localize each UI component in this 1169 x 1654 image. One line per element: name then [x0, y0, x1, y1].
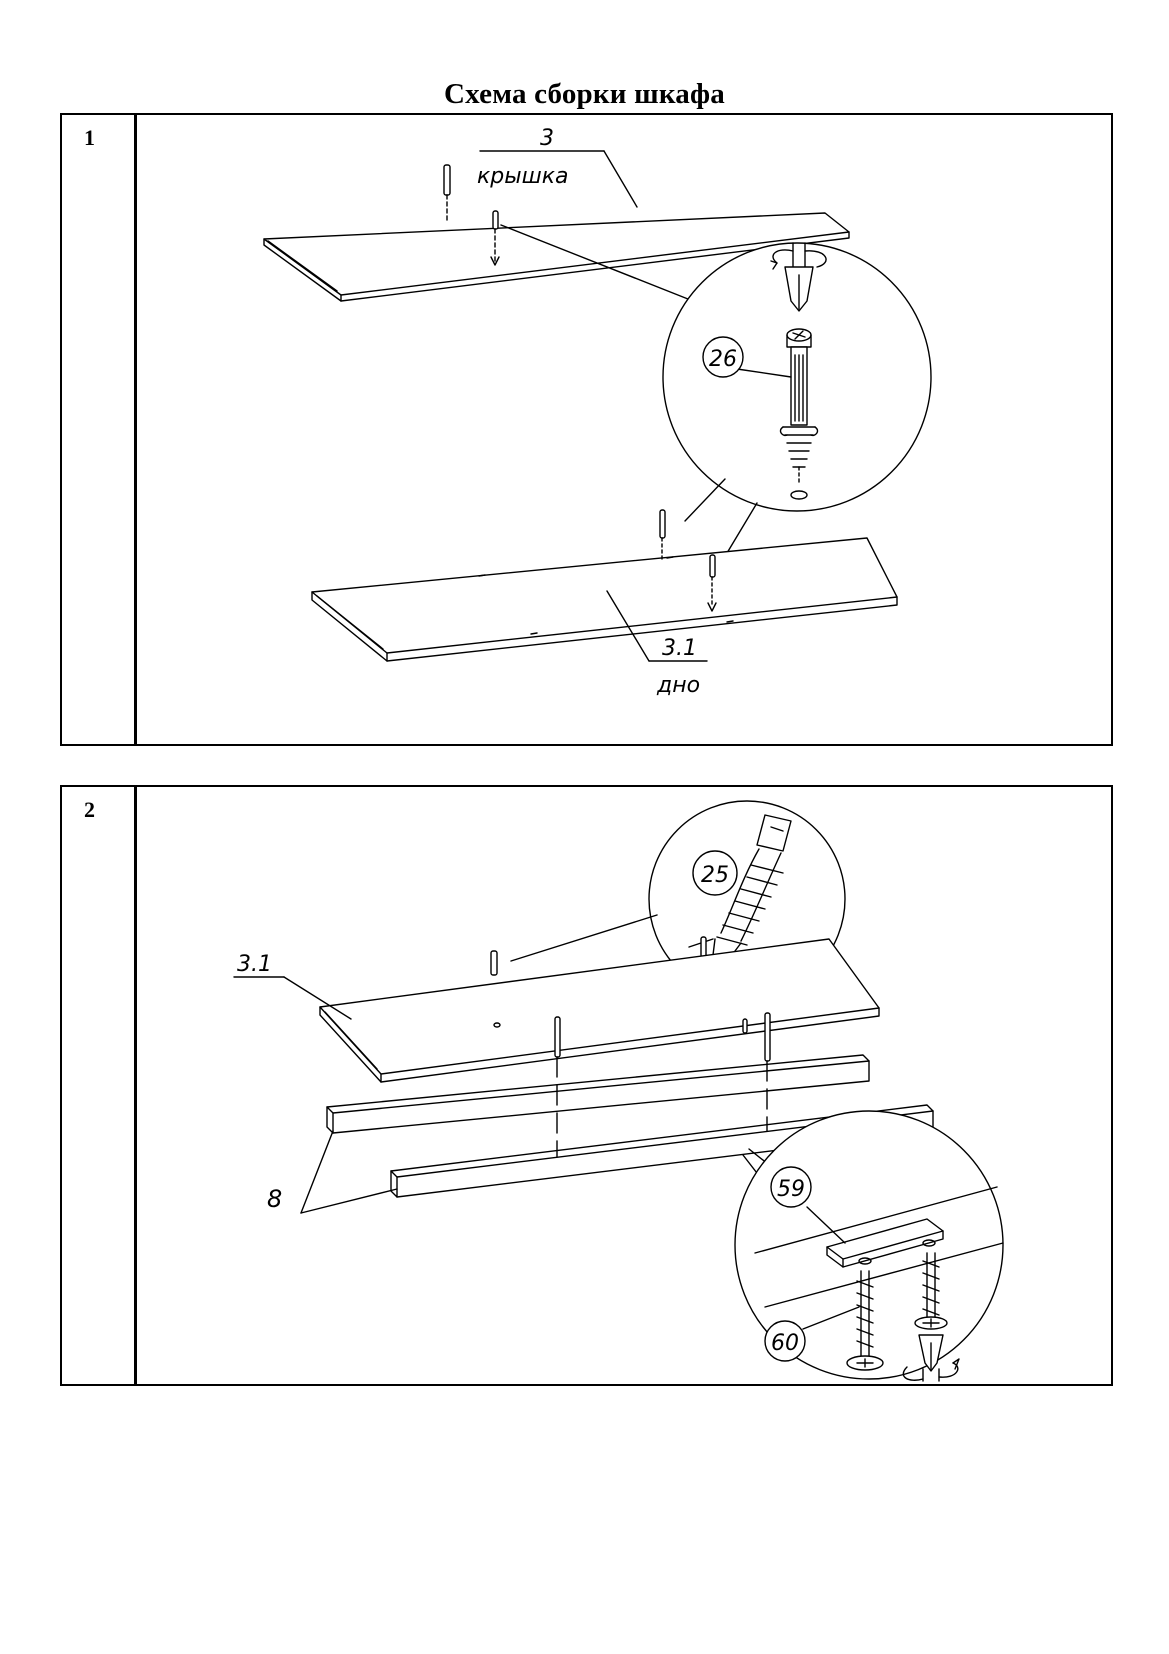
step-number-cell: 2	[62, 787, 137, 1384]
bottom-board	[311, 537, 898, 662]
zoom-circle-cam-fastener	[662, 242, 932, 512]
page-title: Схема сборки шкафа	[444, 78, 725, 110]
step-2-drawing: 25	[233, 800, 1004, 1382]
callout-60-circle	[764, 1320, 806, 1362]
callout-26-circle	[702, 336, 744, 378]
label-top-part-name: крышка	[477, 164, 569, 189]
step-number-cell: 1	[62, 115, 137, 744]
top-board-dowels	[443, 164, 500, 266]
panel-3-1	[319, 938, 880, 1083]
step-number: 2	[84, 797, 95, 822]
step-1-drawing: 26 3 крышка 3.1 дно	[263, 126, 932, 698]
label-panel: 3.1	[237, 952, 272, 977]
bottom-board-dowels	[659, 509, 717, 612]
label-top-part-number: 3	[540, 126, 554, 151]
callout-59: 59	[777, 1177, 805, 1202]
callout-25: 25	[701, 863, 729, 888]
callout-60: 60	[771, 1331, 799, 1356]
step-number: 1	[84, 125, 95, 150]
callout-25-circle	[692, 850, 738, 896]
callout-26: 26	[709, 347, 737, 372]
label-bottom-part-name: дно	[656, 673, 700, 698]
rail-upper	[326, 1054, 870, 1134]
top-board	[263, 212, 850, 302]
rail-screws	[554, 1012, 771, 1062]
step-1-panel: 1	[60, 113, 1113, 746]
step-2-panel: 2 25	[60, 785, 1113, 1386]
label-bottom-part-number: 3.1	[662, 636, 697, 661]
callout-59-circle	[770, 1166, 812, 1208]
label-rail: 8	[267, 1185, 282, 1213]
